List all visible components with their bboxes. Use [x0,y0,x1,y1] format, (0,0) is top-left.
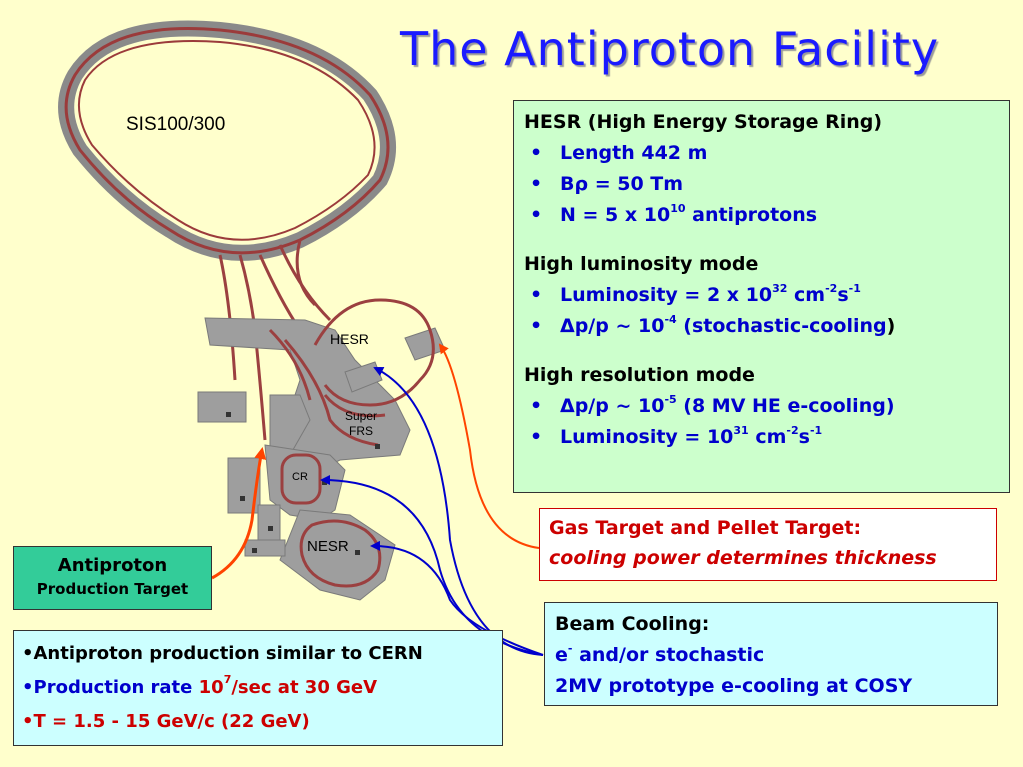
prod-row3: •T = 1.5 - 15 GeV/c (22 GeV) [22,711,310,732]
lum-heading: High luminosity mode [524,253,759,275]
prod-row2: •Production rate 107/sec at 30 GeV [22,671,494,705]
hesr-label: HESR [330,331,369,347]
hesr-length: Length 442 m [524,138,999,169]
hesr-antiprotons: N = 5 x 1010 antiprotons [524,200,999,231]
dp2-suffix: (8 MV HE e-cooling) [676,395,895,417]
cooling-e-sup: - [567,642,573,655]
dp-item-1: Δp/p ~ 10-4 (stochastic-cooling) [524,311,999,342]
pt-line2: Production Target [36,580,189,598]
sis-label: SIS100/300 [126,114,226,135]
dp1-suffix: (stochastic-cooling [676,315,887,337]
dp1-close: ) [886,315,896,337]
res-heading: High resolution mode [524,364,755,386]
super-frs-line2: FRS [349,424,374,438]
lum-mid2: s [837,284,849,306]
n-suffix: antiprotons [685,204,818,226]
dp-item-2: Δp/p ~ 10-5 (8 MV HE e-cooling) [524,391,999,422]
lum-item: Luminosity = 2 x 1032 cm-2s-1 [524,280,999,311]
dp2-exp: -5 [664,393,677,406]
sis-ring [58,20,396,261]
nesr-label: NESR [307,538,349,555]
gas-line1: Gas Target and Pellet Target: [549,517,862,539]
lum2-exp2: -2 [786,424,799,437]
prod-row2-sup: 7 [223,673,232,686]
dp1-prefix: Δp/p ~ 10 [560,315,665,337]
beam-cooling-box: Beam Cooling: e- and/or stochastic 2MV p… [544,602,998,706]
production-target-box: Antiproton Production Target [13,546,212,610]
lum-item-2: Luminosity = 1031 cm-2s-1 [524,422,999,453]
page-title: The Antiproton Facility [400,22,940,76]
dp1-exp: -4 [664,313,677,326]
lum2-exp3: -1 [809,424,823,437]
prod-row2-prefix: •Production rate [22,677,199,698]
n-exp: 10 [670,202,686,215]
n-prefix: N = 5 x 10 [560,204,671,226]
super-frs-line1: Super [345,409,378,423]
lum2-prefix: Luminosity = 10 [560,426,734,448]
lum2-exp1: 31 [733,424,749,437]
hesr-ring [313,298,435,407]
nesr-ring [299,519,382,588]
hesr-heading: HESR (High Energy Storage Ring) [524,111,883,133]
lum2-mid1: cm [748,426,787,448]
lum-mid1: cm [787,284,826,306]
dp2-prefix: Δp/p ~ 10 [560,395,665,417]
production-info-box: •Antiproton production similar to CERN •… [13,630,503,746]
pt-line1: Antiproton [57,555,168,576]
cr-label: CR [292,471,308,483]
cooling-line3: 2MV prototype e-cooling at COSY [555,675,913,697]
production-target-arrow [211,447,267,580]
gas-line2: cooling power determines thickness [549,547,937,569]
gas-target-box: Gas Target and Pellet Target: cooling po… [539,508,997,581]
hesr-brho: Bρ = 50 Tm [524,169,999,200]
cooling-line1: Beam Cooling: [555,613,710,635]
cooling-line2: e- and/or stochastic [555,640,987,671]
prod-row1: •Antiproton production similar to CERN [22,643,423,664]
cooling-line2-suffix: and/or stochastic [572,644,765,666]
prod-row2-red2: /sec at 30 GeV [231,677,378,698]
super-frs-label: Super FRS [345,409,377,439]
gas-target-arrow [438,343,540,549]
hesr-info-box: HESR (High Energy Storage Ring) Length 4… [513,100,1010,493]
lum-exp3: -1 [848,282,861,295]
lum-exp1: 32 [772,282,788,295]
lum-exp2: -2 [825,282,838,295]
prod-row2-red1: 10 [198,677,224,698]
lum-prefix: Luminosity = 2 x 10 [560,284,773,306]
cooling-e: e [555,644,568,666]
cr-ring [280,453,322,505]
super-frs-lines [268,328,379,447]
lum2-mid2: s [798,426,810,448]
